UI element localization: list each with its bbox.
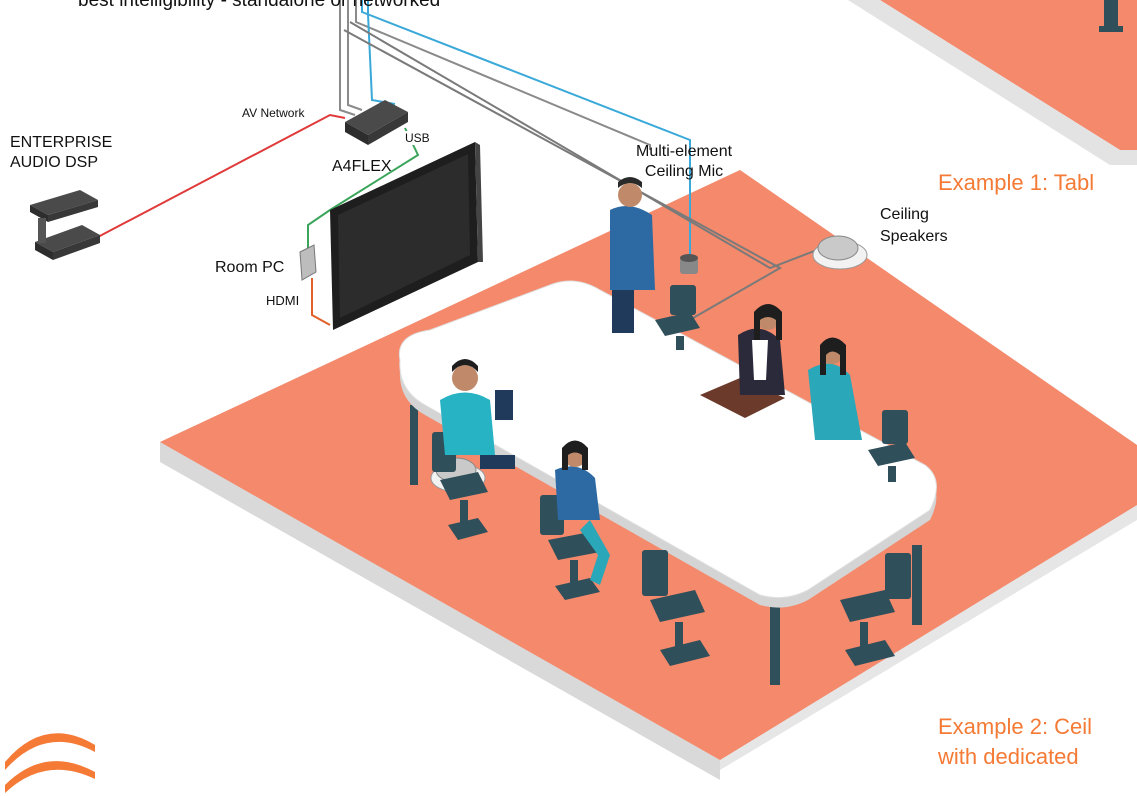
ceiling-mic xyxy=(680,254,698,274)
chair xyxy=(655,285,700,350)
audio-dsp-device xyxy=(30,190,100,260)
brand-logo xyxy=(5,733,95,793)
hdmi-label: HDMI xyxy=(266,293,300,308)
a4flex-device xyxy=(345,100,408,145)
room-pc xyxy=(299,244,317,281)
display-screen xyxy=(330,142,483,330)
ceiling-mic-label: Multi-element Ceiling Mic xyxy=(636,142,732,182)
example-2-title: Example 2: Ceil with dedicated xyxy=(938,712,1092,772)
woman-seated-right xyxy=(738,304,785,395)
ceiling-speakers-label-line1: Ceiling xyxy=(880,206,929,223)
man-seated-left xyxy=(440,359,515,469)
header-caption: best intelligibility - standalone or net… xyxy=(78,0,441,11)
hdmi-cable xyxy=(311,278,331,326)
standing-man xyxy=(610,177,655,333)
upper-room-floor xyxy=(848,0,1137,165)
av-network-cable xyxy=(95,113,346,239)
ceiling-mic-label-line1: Multi-element xyxy=(636,143,733,160)
av-network-label: AV Network xyxy=(240,106,307,120)
usb-label: USB xyxy=(403,131,432,145)
woman-standing-right xyxy=(808,337,862,440)
dsp-label: ENTERPRISE AUDIO DSP xyxy=(10,133,112,173)
mic-cable xyxy=(361,0,691,255)
dsp-label-line2: AUDIO DSP xyxy=(10,154,99,171)
chair xyxy=(868,410,915,482)
ceiling-speakers-label: Ceiling Speakers xyxy=(880,204,948,248)
conference-table xyxy=(398,280,937,608)
ceiling-speaker-right xyxy=(812,235,868,270)
example-1-title: Example 1: Tabl xyxy=(938,170,1095,195)
example-2-title-line1: Example 2: Ceil xyxy=(938,714,1093,739)
upper-chair-leg xyxy=(1104,0,1118,28)
chairs xyxy=(432,285,915,666)
example-2-title-line2: with dedicated xyxy=(938,744,1079,769)
chair xyxy=(840,553,911,666)
a4flex-label: A4FLEX xyxy=(332,158,392,175)
room-pc-label: Room PC xyxy=(215,259,285,276)
ceiling-speakers-label-line2: Speakers xyxy=(880,228,948,245)
tablet xyxy=(700,378,785,418)
ceiling-mic-label-line2: Ceiling Mic xyxy=(644,163,724,180)
woman-seated-front xyxy=(555,440,610,585)
speaker-cable-1 xyxy=(349,21,831,270)
dsp-label-line1: ENTERPRISE xyxy=(10,134,113,151)
chair xyxy=(642,550,710,666)
